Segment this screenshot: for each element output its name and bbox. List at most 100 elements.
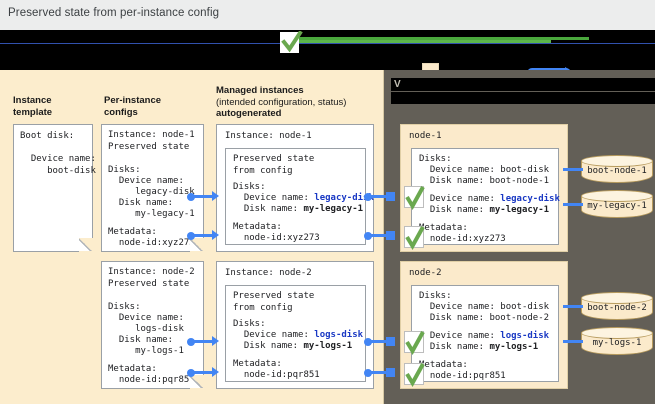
page-title: Preserved state from per-instance config xyxy=(8,7,220,19)
device-name-value: logs-disk xyxy=(314,330,364,340)
check-mark-icon-node2-metadata xyxy=(404,363,425,387)
extra-device-row: Device name: legacy-disk xyxy=(419,194,560,206)
managed-instance-box-node-2: Instance: node-2 Preserved state from co… xyxy=(216,261,374,389)
device-name-label: Device name: xyxy=(233,330,315,340)
connector-line-node2-logs-disk xyxy=(563,340,583,343)
managed-instance-box-node-1: Instance: node-1 Preserved state from co… xyxy=(216,124,374,252)
metadata-label: Metadata: xyxy=(108,227,157,237)
device-name-row: Device name: legacy-disk xyxy=(233,193,374,205)
metadata-value: node-id:xyz273 xyxy=(419,234,506,244)
disk-cylinder-boot-node-1: boot-node-1 xyxy=(581,155,653,185)
disk-label: my-logs-1 xyxy=(592,338,642,348)
connector-square-managed2-disk xyxy=(386,337,395,346)
right-panel-heading-redacted-line-2 xyxy=(391,92,655,104)
disk-name-value: my-logs-1 xyxy=(108,346,184,356)
config-header: Instance: node-1 Preserved state xyxy=(108,130,195,152)
metadata-label: Metadata: xyxy=(233,222,282,232)
column-heading-instance-template: Instance template xyxy=(13,95,52,118)
heading-line-1: Managed instances xyxy=(216,85,304,96)
boot-device-line: Device name: boot-disk xyxy=(419,165,550,175)
page-fold-icon xyxy=(190,238,204,252)
page-fold-icon xyxy=(79,238,93,252)
extra-disk-label: Disk name: xyxy=(419,342,490,352)
disk-name-value: my-logs-1 xyxy=(303,341,353,351)
disk-cylinder-my-logs-1: my-logs-1 xyxy=(581,327,653,357)
heading-line-3: autogenerated xyxy=(216,108,282,119)
connector-line-managed1-metadata xyxy=(371,234,393,237)
column-heading-managed-instances: Managed instances (intended configuratio… xyxy=(216,85,346,120)
managed-instance-title: Instance: node-1 xyxy=(225,131,312,141)
disks-label: Disks: xyxy=(419,291,452,301)
cylinder-body xyxy=(581,333,653,355)
disk-cylinder-boot-node-2: boot-node-2 xyxy=(581,292,653,322)
managed-instance-title: Instance: node-2 xyxy=(225,268,312,278)
connector-line-config2-disk xyxy=(194,340,214,343)
metadata-label: Metadata: xyxy=(233,359,282,369)
node-details-box: Disks: Device name: boot-disk Disk name:… xyxy=(411,148,560,245)
extra-disk-label: Disk name: xyxy=(419,205,490,215)
node-name: node-2 xyxy=(409,268,442,278)
column-heading-per-instance-configs: Per-instance configs xyxy=(104,95,161,118)
heading-line-2: (intended configuration, status) xyxy=(216,96,347,108)
cylinder-body xyxy=(581,196,653,218)
disk-name-label: Disk name: xyxy=(233,204,304,214)
connector-line-node1-boot-disk xyxy=(563,168,583,171)
connector-arrow-config1-metadata xyxy=(212,230,219,240)
extra-device-label: Device name: xyxy=(419,331,501,341)
device-name-value: legacy-disk xyxy=(314,193,374,203)
per-instance-config-box-node-1: Instance: node-1 Preserved state Disks: … xyxy=(101,124,204,252)
node-box-node-1: node-1 Disks: Device name: boot-disk Dis… xyxy=(400,124,568,252)
extra-disk-value: my-logs-1 xyxy=(489,342,539,352)
device-name-label: Device name: xyxy=(108,313,184,323)
device-name-label: Device name: xyxy=(233,193,315,203)
legend-check-backdrop xyxy=(280,32,299,53)
connector-dot-managed2-metadata xyxy=(364,369,372,377)
metadata-value: node-id:pqr851 xyxy=(233,370,320,380)
disks-label: Disks: xyxy=(233,319,266,329)
boot-disk-line: Disk name: boot-node-2 xyxy=(419,313,550,323)
node-name: node-1 xyxy=(409,131,442,141)
check-mark-icon-node1-disk xyxy=(404,186,425,210)
boot-device-line: Device name: boot-disk xyxy=(419,302,550,312)
extra-device-value: logs-disk xyxy=(500,331,550,341)
connector-line-managed2-metadata xyxy=(371,371,393,374)
connector-dot-managed1-metadata xyxy=(364,232,372,240)
preserved-state-subtitle: Preserved state from config xyxy=(233,291,315,313)
extra-device-label: Device name: xyxy=(419,194,501,204)
disks-label: Disks: xyxy=(419,154,452,164)
connector-square-managed1-metadata xyxy=(386,231,395,240)
disk-name-row: Disk name: my-logs-1 xyxy=(233,341,352,353)
preserved-state-subtitle: Preserved state from config xyxy=(233,154,315,176)
heading-line-1: Per-instance xyxy=(104,95,162,106)
connector-dot-managed2-disk xyxy=(364,338,372,346)
right-panel-heading-glyph: V xyxy=(394,79,402,90)
heading-line-2: configs xyxy=(104,106,138,118)
disk-label: boot-node-2 xyxy=(587,303,647,313)
preserved-state-inner-box: Preserved state from config Disks: Devic… xyxy=(225,285,366,382)
legend-divider-rule xyxy=(0,43,655,44)
right-panel-heading-redacted-line-1 xyxy=(391,78,655,91)
cylinder-top xyxy=(581,190,653,202)
heading-line-1: Instance xyxy=(13,95,52,106)
connector-dot-config2-disk xyxy=(187,338,195,346)
metadata-label: Metadata: xyxy=(108,364,157,374)
disk-name-row: Disk name: my-legacy-1 xyxy=(233,204,363,216)
legend-green-line-b xyxy=(291,40,551,43)
device-name-value: logs-disk xyxy=(108,324,184,334)
preserved-state-inner-box: Preserved state from config Disks: Devic… xyxy=(225,148,374,245)
metadata-label: Metadata: xyxy=(419,360,468,370)
legend-band xyxy=(0,30,655,84)
device-name-row: Device name: logs-disk xyxy=(233,330,363,342)
metadata-value: node-id:pqr851 xyxy=(419,371,506,381)
connector-dot-config2-metadata xyxy=(187,369,195,377)
node-box-node-2: node-2 Disks: Device name: boot-disk Dis… xyxy=(400,261,568,389)
connector-square-managed1-disk xyxy=(386,192,395,201)
check-mark-icon-node1-metadata xyxy=(404,226,425,250)
connector-dot-managed1-disk xyxy=(364,193,372,201)
instance-template-box: Boot disk: Device name: boot-disk xyxy=(13,124,96,252)
check-mark-icon-node2-disk xyxy=(404,331,425,355)
connector-line-managed1-disk xyxy=(371,195,393,198)
extra-disk-row: Disk name: my-logs-1 xyxy=(419,342,538,354)
connector-line-config2-metadata xyxy=(194,371,214,374)
metadata-value: node-id:xyz273 xyxy=(108,238,195,248)
